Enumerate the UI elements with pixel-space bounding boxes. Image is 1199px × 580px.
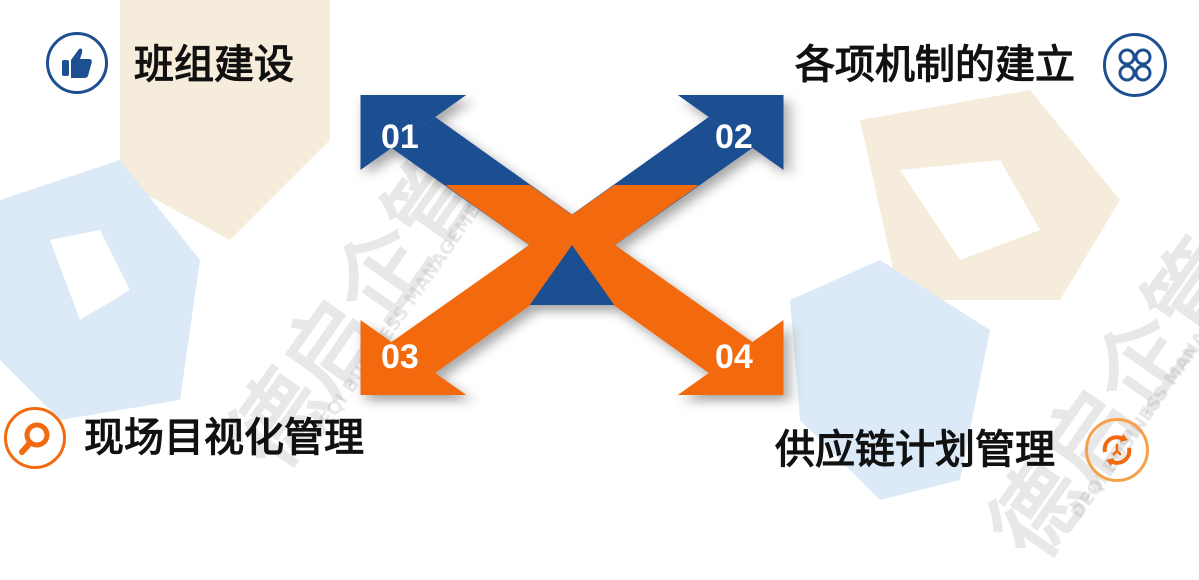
watermark-logo [0,0,1120,500]
refresh-clock-icon [1085,418,1149,482]
step-number-04: 04 [715,338,753,376]
cross-arrows-diagram [360,95,784,395]
item-label-02: 各项机制的建立 [795,42,1075,88]
item-label-04: 供应链计划管理 [775,427,1055,473]
center-overlap [529,245,615,305]
arrow-03 [360,185,699,395]
magnifier-icon [4,407,66,469]
step-number-01: 01 [381,118,419,156]
item-label-01: 班组建设 [134,42,294,88]
step-number-03: 03 [381,338,419,376]
arrow-04 [445,185,784,395]
command-icon [1103,33,1167,97]
step-number-02: 02 [715,118,753,156]
thumbs-up-icon [46,32,108,94]
item-label-03: 现场目视化管理 [84,415,364,461]
